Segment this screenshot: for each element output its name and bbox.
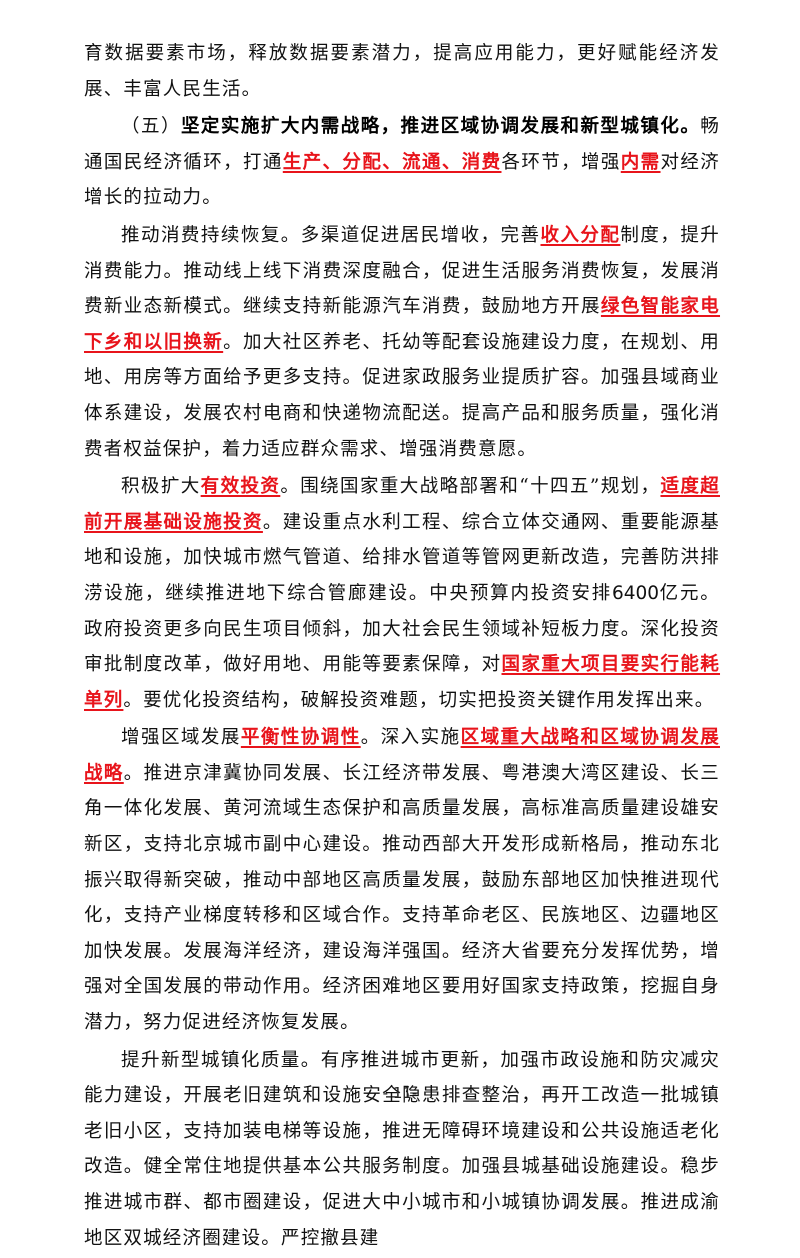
text-run: 。要优化投资结构，破解投资难题，切实把投资关键作用发挥出来。 [123,689,715,711]
text-run: 推动消费持续恢复。多渠道促进居民增收，完善 [121,224,541,246]
highlighted-phrase: 内需 [620,151,661,173]
text-run: 。加大社区养老、托幼等配套设施建设力度，在规划、用地、用房等方面给予更多支持。促… [84,331,720,460]
text-run: 。围绕国家重大战略部署和“十四五”规划， [280,476,661,498]
highlighted-phrase: 国家重大项目要实行能耗单列 [84,654,721,711]
text-run: 。深入实施 [360,727,461,749]
paragraph-p1: （五）坚定实施扩大内需战略，推进区域协调发展和新型城镇化。畅通国民经济循环，打通… [84,109,720,216]
highlighted-phrase: 收入分配 [540,224,621,246]
highlighted-phrase: 绿色智能家电下乡和以旧换新 [84,296,721,353]
paragraph-p3: 积极扩大有效投资。围绕国家重大战略部署和“十四五”规划，适度超前开展基础设施投资… [84,469,720,718]
document-body: 育数据要素市场，释放数据要素潜力，提高应用能力，更好赋能经济发展、丰富人民生活。… [84,36,720,1258]
text-run: 提升新型城镇化质量。有序推进城市更新，加强市政设施和防灾减灾能力建设，开展老旧建… [84,1049,720,1249]
text-run: （五） [121,116,181,138]
page-number: - 11- [382,1084,418,1102]
highlighted-phrase: 区域重大战略和区域协调发展战略 [84,727,720,784]
text-run: 对经济增长的拉动力。 [84,151,720,209]
highlighted-phrase: 有效投资 [200,476,281,498]
paragraph-p2: 推动消费持续恢复。多渠道促进居民增收，完善收入分配制度，提升消费能力。推动线上线… [84,218,720,467]
paragraph-p0: 育数据要素市场，释放数据要素潜力，提高应用能力，更好赋能经济发展、丰富人民生活。 [84,36,720,107]
bold-heading: 坚定实施扩大内需战略，推进区域协调发展和新型城镇化。 [180,116,701,138]
text-run: 积极扩大 [121,476,201,498]
paragraph-p4: 增强区域发展平衡性协调性。深入实施区域重大战略和区域协调发展战略。推进京津冀协同… [84,720,720,1040]
highlighted-phrase: 生产、分配、流通、消费 [282,151,502,173]
text-run: 制度，提升消费能力。推动线上线下消费深度融合，促进生活服务消费恢复，发展消费新业… [84,224,720,318]
text-run: 亿元。政府投资更多向民生项目倾斜，加大社会民生领域补短板力度。深化投资审批制度改… [84,582,720,676]
highlighted-phrase: 平衡性协调性 [240,727,361,749]
text-run: 。推进京津冀协同发展、长江经济带发展、粤港澳大湾区建设、长三角一体化发展、黄河流… [84,762,720,1034]
document-page: 育数据要素市场，释放数据要素潜力，提高应用能力，更好赋能经济发展、丰富人民生活。… [84,43,719,1249]
text-run: 。建设重点水利工程、综合立体交通网、重要能源基地和设施，加快城市燃气管道、给排水… [84,511,720,604]
text-run: 畅通国民经济循环，打通 [84,116,721,173]
text-run: 各环节，增强 [501,151,621,173]
highlighted-phrase: 适度超前开展基础设施投资 [84,476,720,533]
text-run: 育数据要素市场，释放数据要素潜力，提高应用能力，更好赋能经济发展、丰富人民生活。 [84,43,720,100]
number: 6400 [611,582,660,604]
paragraph-p5: 提升新型城镇化质量。有序推进城市更新，加强市政设施和防灾减灾能力建设，开展老旧建… [84,1043,720,1257]
text-run: 增强区域发展 [121,727,241,749]
